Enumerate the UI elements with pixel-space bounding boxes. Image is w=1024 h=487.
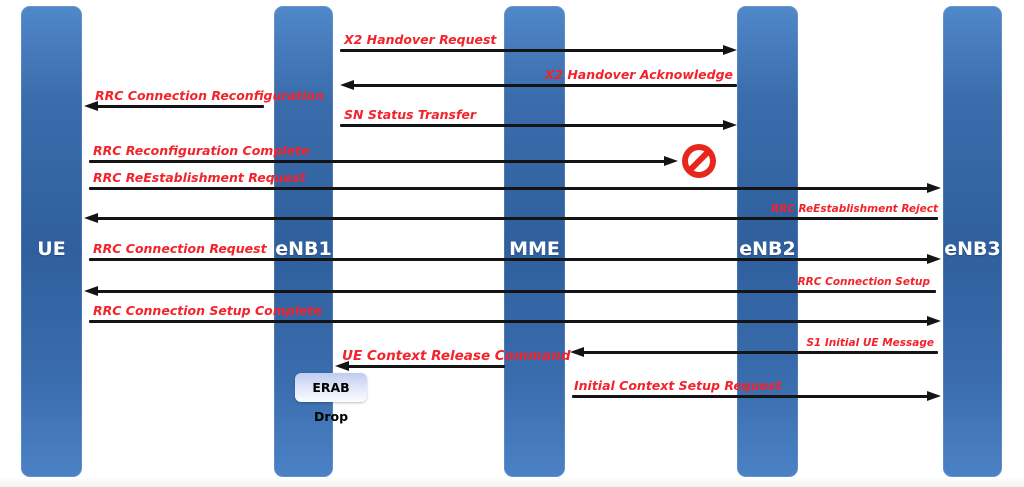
message-label: S1 Initial UE Message [806,337,934,349]
note-erab-drop: ERAB Drop [295,373,367,424]
message-label: SN Status Transfer [344,107,477,122]
message-arrowhead [335,360,349,371]
message-arrow-line [572,394,929,398]
message-arrowhead [664,155,678,166]
message-label: RRC ReEstablishment Request [93,170,306,185]
lifeline-enb2: eNB2 [737,6,798,477]
message-arrow-line [347,364,505,368]
message-arrowhead [570,346,584,357]
message-label: RRC Connection Reconfiguration [95,88,324,103]
message-label: RRC Connection Setup [797,276,930,288]
no-entry-icon [682,144,716,178]
message-arrowhead [84,100,98,111]
message-arrow-line [89,159,666,163]
message-arrow-line [89,186,929,190]
actor-label-enb2: eNB2 [739,238,796,260]
message-label: RRC Reconfiguration Complete [93,143,310,158]
message-arrow-line [340,48,725,52]
message-arrowhead [723,119,737,130]
message-arrow-line [89,319,929,323]
message-arrowhead [927,390,941,401]
lifeline-enb3: eNB3 [943,6,1002,477]
message-label: RRC Connection Request [93,241,267,256]
message-label: Initial Context Setup Request [574,378,782,393]
message-arrow-line [582,350,938,354]
message-label: RRC Connection Setup Complete [93,303,322,318]
message-arrowhead [84,285,98,296]
message-label: UE Context Release Command [342,348,571,364]
actor-label-ue: UE [37,238,66,260]
message-arrowhead [927,315,941,326]
message-arrow-line [96,289,936,293]
message-label: RRC ReEstablishment Reject [770,203,938,215]
message-label: X2 Handover Acknowledge [544,67,733,82]
message-arrowhead [84,212,98,223]
message-arrow-line [340,123,725,127]
actor-label-mme: MME [509,238,560,260]
message-label: X2 Handover Request [344,32,497,47]
message-arrowhead [340,79,354,90]
message-arrow-line [89,257,929,261]
bottom-strip [0,478,1024,487]
message-arrow-line [96,216,938,220]
message-arrowhead [927,253,941,264]
message-arrow-line [96,104,264,108]
actor-label-enb1: eNB1 [275,238,332,260]
lifeline-ue: UE [21,6,82,477]
message-arrowhead [723,44,737,55]
actor-label-enb3: eNB3 [944,238,1001,260]
message-arrowhead [927,182,941,193]
message-arrow-line [352,83,737,87]
